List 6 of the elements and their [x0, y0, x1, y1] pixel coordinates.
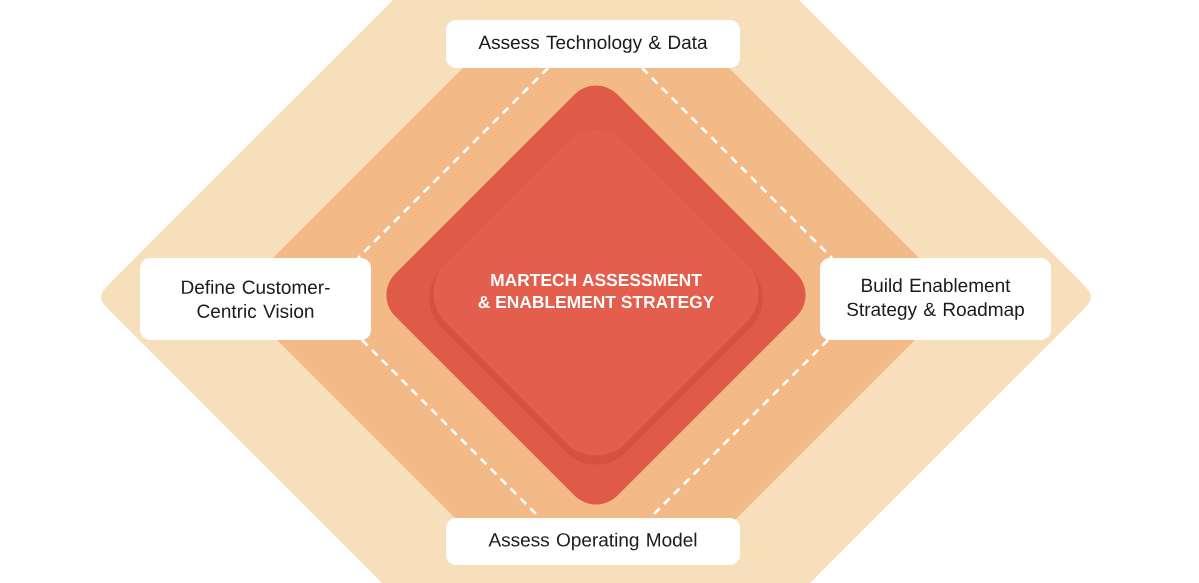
text-box: Assess Technology & Data: [446, 20, 740, 68]
dashed-line: [357, 67, 549, 259]
text-box: Build Enablement Strategy & Roadmap: [820, 258, 1051, 340]
dashed-line: [641, 67, 833, 259]
text-box: Define Customer-Centric Vision: [140, 258, 371, 340]
text-box: Assess Operating Model: [446, 518, 740, 565]
